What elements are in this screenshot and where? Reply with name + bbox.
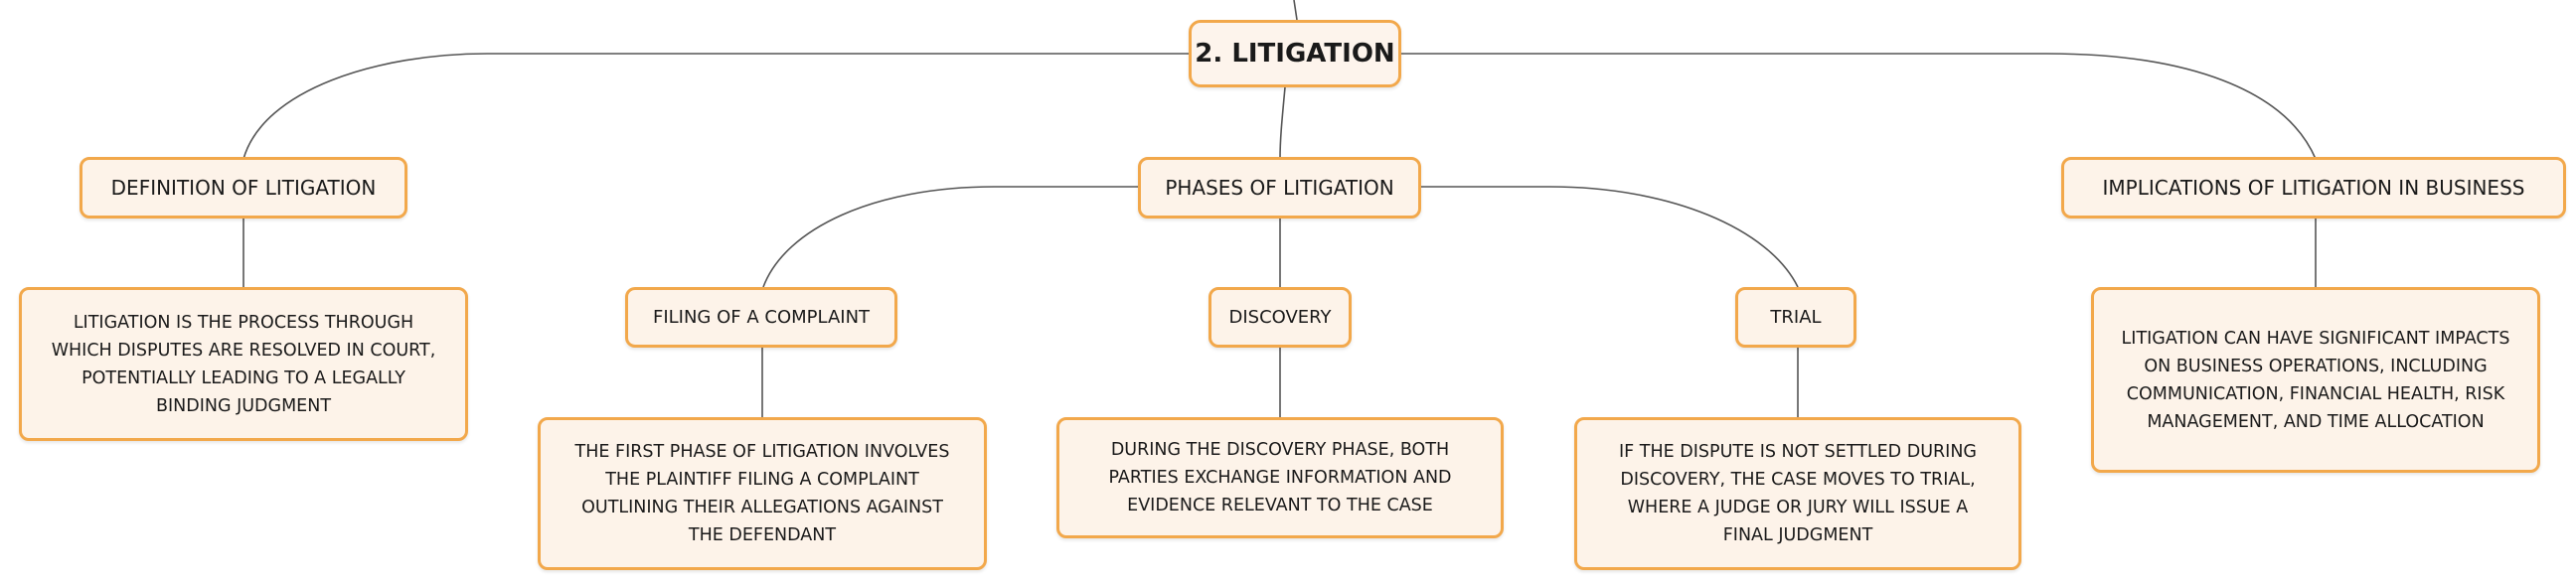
definition-text: LITIGATION IS THE PROCESS THROUGH WHICH … [51, 312, 436, 416]
topic-implications[interactable]: IMPLICATIONS OF LITIGATION IN BUSINESS [2061, 157, 2566, 219]
connector-root-parent [1293, 0, 1298, 21]
phase-discovery[interactable]: DISCOVERY [1208, 287, 1352, 348]
phase-complaint[interactable]: FILING OF A COMPLAINT [625, 287, 897, 348]
connector-root-definition [242, 53, 1191, 160]
discovery-text: DURING THE DISCOVERY PHASE, BOTH PARTIES… [1108, 440, 1452, 515]
implications-text-box[interactable]: LITIGATION CAN HAVE SIGNIFICANT IMPACTS … [2091, 287, 2540, 473]
connector-phases-trial [1420, 186, 1799, 288]
definition-text-box[interactable]: LITIGATION IS THE PROCESS THROUGH WHICH … [19, 287, 468, 441]
topic-implications-label: IMPLICATIONS OF LITIGATION IN BUSINESS [2102, 176, 2525, 200]
phase-trial-label: TRIAL [1770, 307, 1822, 328]
phase-trial[interactable]: TRIAL [1735, 287, 1856, 348]
root-node[interactable]: 2. LITIGATION [1189, 20, 1401, 87]
root-label: 2. LITIGATION [1195, 39, 1395, 69]
phase-complaint-label: FILING OF A COMPLAINT [652, 307, 871, 328]
connector-root-phases [1279, 86, 1286, 160]
trial-text-box[interactable]: IF THE DISPUTE IS NOT SETTLED DURING DIS… [1574, 417, 2021, 570]
complaint-text: THE FIRST PHASE OF LITIGATION INVOLVES T… [574, 442, 950, 545]
connector-root-implications [1396, 53, 2317, 160]
connector-phases-complaint [762, 186, 1139, 288]
trial-text: IF THE DISPUTE IS NOT SETTLED DURING DIS… [1619, 442, 1977, 545]
topic-definition-label: DEFINITION OF LITIGATION [110, 176, 377, 200]
topic-definition[interactable]: DEFINITION OF LITIGATION [80, 157, 407, 219]
phase-discovery-label: DISCOVERY [1228, 307, 1332, 328]
topic-phases-label: PHASES OF LITIGATION [1165, 176, 1394, 200]
implications-text: LITIGATION CAN HAVE SIGNIFICANT IMPACTS … [2121, 328, 2510, 432]
topic-phases[interactable]: PHASES OF LITIGATION [1138, 157, 1421, 219]
discovery-text-box[interactable]: DURING THE DISCOVERY PHASE, BOTH PARTIES… [1056, 417, 1504, 538]
complaint-text-box[interactable]: THE FIRST PHASE OF LITIGATION INVOLVES T… [538, 417, 987, 570]
